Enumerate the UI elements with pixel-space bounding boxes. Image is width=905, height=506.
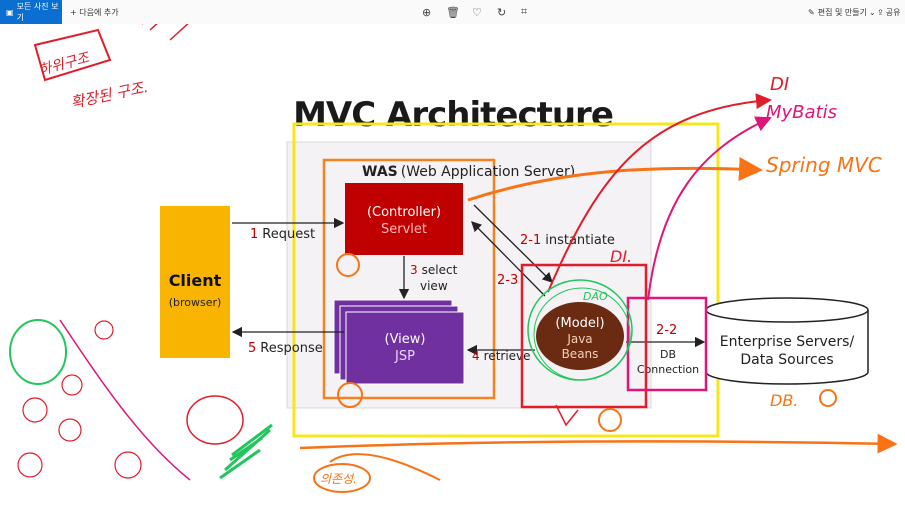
highlight-box	[292, 122, 720, 438]
client-box	[160, 206, 230, 358]
controller-sublabel: Servlet	[381, 222, 427, 237]
select-view-label-2: view	[420, 279, 448, 293]
ink-pink-line	[59, 319, 191, 481]
chevron-down-icon: ⌄	[868, 7, 876, 17]
ink-step-circle-2	[598, 408, 622, 432]
db-cylinder-body	[705, 310, 869, 385]
diagram-title: MVC Architecture	[293, 95, 613, 135]
ink-check-mark	[555, 404, 579, 427]
ink-di-top: DI	[770, 74, 789, 95]
ink-step-circle-4	[337, 382, 363, 408]
model-sublabel-2: Beans	[562, 347, 599, 361]
was-title: WAS(Web Application Server)	[362, 164, 575, 180]
ink-small-circle-1	[94, 320, 114, 340]
view-all-photos-button[interactable]: ▣ 모든 사진 보기	[0, 0, 62, 24]
zoom-icon[interactable]: ⊕	[422, 5, 432, 19]
ink-slash-marks	[141, 9, 206, 41]
instantiate-arrow	[473, 204, 553, 283]
ink-dao: DAO	[583, 290, 608, 303]
favorite-icon[interactable]: ♡	[472, 5, 482, 19]
delete-icon[interactable]: 🗑	[446, 5, 460, 19]
ink-di-mid: DI.	[610, 247, 632, 266]
ink-db-note: DB.	[770, 391, 798, 410]
edit-create-label: 편집 및 만들기	[817, 7, 867, 17]
ink-dependency-arrow	[299, 433, 898, 454]
step-2-2-label: 2-2	[656, 323, 677, 338]
db-label-1: Enterprise Servers/	[720, 334, 855, 350]
ink-mybatis-arrow	[647, 116, 772, 301]
rotate-icon[interactable]: ↻	[497, 5, 507, 19]
db-connection-label-2: Connection	[637, 363, 699, 376]
add-to-label: + 다음에 추가	[70, 7, 119, 17]
edit-create-button[interactable]: ✎ 편집 및 만들기 ⌄	[808, 0, 876, 24]
ink-small-circle-2	[61, 374, 83, 396]
ink-red-cluster	[186, 395, 244, 445]
step-2-3-label: 2-3	[497, 273, 518, 288]
ink-db-circle	[819, 389, 837, 407]
ink-mybatis: MyBatis	[766, 102, 837, 123]
ink-korean-mid: 확장된 구조.	[69, 78, 150, 112]
photo-canvas: MVC Architecture WAS(Web Application Ser…	[0, 9, 905, 502]
ink-spring-mvc: Spring MVC	[766, 153, 882, 177]
mvc-diagram: MVC Architecture WAS(Web Application Ser…	[9, 9, 898, 493]
view-box	[345, 311, 465, 385]
ink-green-left-circle	[9, 319, 67, 385]
client-sublabel: (browser)	[169, 296, 222, 309]
db-cylinder-top	[705, 297, 869, 323]
ink-dao-box	[626, 296, 708, 392]
ink-korean-bottom: 의존성.	[320, 472, 357, 486]
ink-step-circle-3	[336, 253, 360, 277]
client-label: Client	[169, 271, 222, 290]
controller-label: (Controller)	[367, 205, 441, 220]
model-to-controller-arrow	[471, 221, 546, 297]
view-all-label: 모든 사진 보기	[16, 2, 59, 22]
model-label: (Model)	[555, 316, 604, 331]
ink-small-circle-4	[58, 418, 82, 442]
add-to-button[interactable]: + 다음에 추가	[70, 0, 119, 24]
share-icon: ⇪	[877, 7, 884, 17]
edit-icon: ✎	[808, 7, 815, 17]
ink-small-circle-3	[22, 397, 48, 423]
ink-di-arrow	[547, 93, 772, 293]
view-sublabel: JSP	[394, 349, 415, 364]
ink-korean-box	[33, 28, 112, 82]
ink-spring-arrow	[467, 157, 763, 202]
view-label: (View)	[385, 332, 426, 347]
was-container	[322, 158, 496, 400]
controller-box	[345, 183, 463, 255]
db-connection-label-1: DB	[660, 348, 676, 361]
model-sublabel-1: Java	[566, 332, 592, 346]
crop-icon[interactable]: ⌗	[521, 5, 528, 18]
ink-green-circle-2	[533, 287, 631, 381]
ink-dependency-loop	[329, 453, 441, 481]
gallery-icon: ▣	[6, 7, 14, 17]
ink-small-circle-5	[114, 451, 142, 479]
db-label-2: Data Sources	[740, 352, 833, 368]
ink-small-circle-6	[17, 452, 43, 478]
share-button[interactable]: ⇪ 공유	[877, 0, 900, 24]
model-ellipse	[536, 302, 624, 370]
ink-korean-bottom-circle	[313, 463, 371, 493]
share-label: 공유	[885, 7, 901, 17]
ink-model-box	[520, 263, 648, 409]
ink-green-scribble	[219, 423, 273, 480]
photo-viewer-toolbar: ▣ 모든 사진 보기 + 다음에 추가 ⊕ 🗑 ♡ ↻ ⌗ ✎ 편집 및 만들기…	[0, 0, 905, 24]
